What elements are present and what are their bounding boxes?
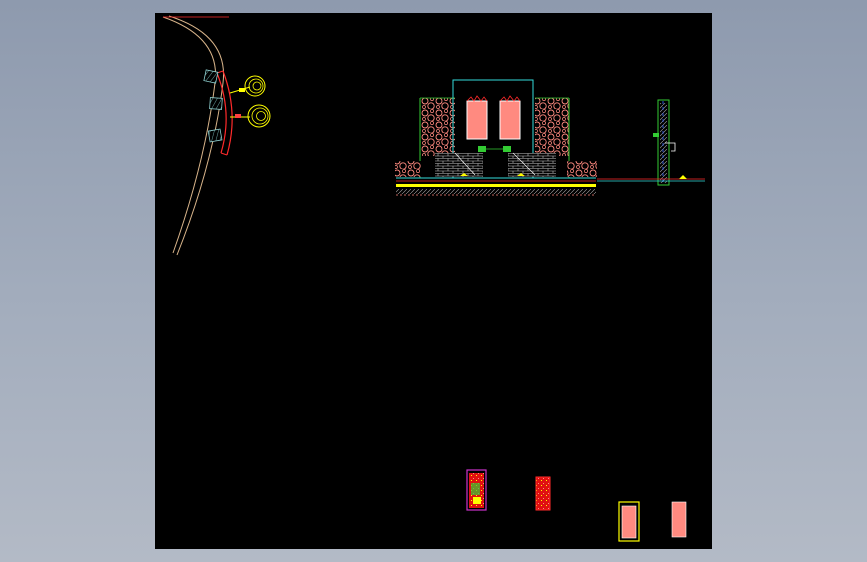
front-elevation [395, 79, 597, 196]
detail-2 [535, 476, 551, 511]
lamp-symbol [229, 75, 266, 97]
detail-4 [671, 501, 687, 538]
detail-3 [618, 501, 640, 542]
lamp-symbol [230, 104, 271, 128]
side-section [597, 99, 705, 186]
detail-1 [466, 469, 487, 511]
curved-wall-plan [162, 15, 271, 256]
cad-drawing [162, 15, 705, 542]
cad-model-space[interactable] [155, 13, 712, 549]
